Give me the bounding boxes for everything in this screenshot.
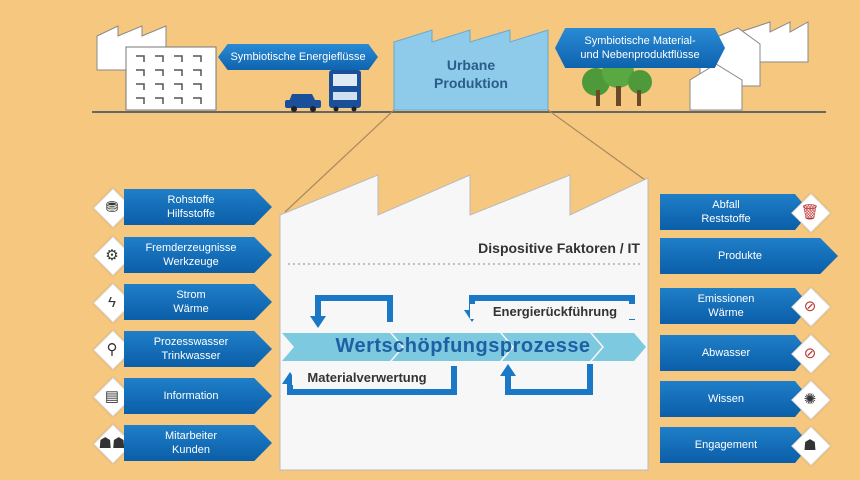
input-label: Kunden [172,444,210,456]
material-flow-label-2: und Nebenproduktflüsse [580,49,700,61]
energy-return-label: Energierückführung [470,304,640,319]
input-arrow-raw-materials: Rohstoffe Hilfsstoffe [124,189,272,225]
lightbulb-icon: ✺ [803,391,817,408]
lightning-icon: ϟ [108,293,116,311]
output-arrow-emissions: Emissionen Wärme [660,288,810,324]
input-label: Mitarbeiter [165,430,217,442]
gears-icon: ⚙ [105,247,119,264]
output-arrow-wastewater: Abwasser [660,335,810,371]
no-water-icon: ⊘ [803,345,817,362]
value-chain-label: Wertschöpfungsprozesse [335,335,591,357]
energy-flow-arrow: Symbiotische Energieflüsse [218,44,378,70]
material-flow-arrow: Symbiotische Material- und Nebenproduktf… [555,28,725,68]
trash-icon: 🗑 [800,204,820,221]
output-label: Produkte [717,250,763,262]
input-label: Hilfsstoffe [166,208,216,220]
output-label: Reststoffe [701,213,751,225]
output-arrow-knowledge: Wissen [660,381,810,417]
input-label: Strom [176,289,206,301]
no-emission-icon: ⊘ [803,298,817,315]
material-reuse-loop [287,366,457,395]
bottom-right-loop [505,364,593,395]
input-label: Prozesswasser [153,336,229,348]
material-flow-label-1: Symbiotische Material- [584,35,696,47]
output-label: Abwasser [701,347,751,359]
water-tap-icon: ⚲ [106,341,118,358]
input-label: Fremderzeugnisse [145,242,237,254]
person-icon: ☗ [803,437,817,454]
bus-icon [329,70,361,112]
input-label: Trinkwasser [161,350,221,362]
input-label: Rohstoffe [167,194,215,206]
raw-materials-icon: ⛃ [105,199,119,216]
output-label: Engagement [694,439,758,451]
document-icon: ▤ [104,388,120,405]
energy-flow-label: Symbiotische Energieflüsse [230,51,366,63]
input-arrow-power: Strom Wärme [124,284,272,320]
output-arrow-engagement: Engagement [660,427,810,463]
input-label: Wärme [173,303,209,315]
urban-production-line1: Urbane [446,57,496,73]
output-label: Abfall [712,199,740,211]
input-label: Werkzeuge [163,256,219,268]
urban-factory [393,29,549,111]
value-chain-chevrons [282,333,646,361]
material-reuse-label: Materialverwertung [292,370,442,385]
output-label: Wärme [708,307,744,319]
input-arrow-water: Prozesswasser Trinkwasser [124,331,272,367]
output-label: Wissen [707,393,745,405]
output-label: Emissionen [697,293,755,305]
urban-production-title: Urbane Produktion [398,56,544,92]
input-arrow-employees: Mitarbeiter Kunden [124,425,272,461]
input-arrow-information: Information [124,378,272,414]
people-icon: ☗☗ [98,435,126,452]
output-arrow-products: Produkte [660,238,838,274]
top-left-loop [315,295,393,322]
dispositive-factors-label: Dispositive Faktoren / IT [478,240,640,256]
urban-production-line2: Produktion [434,75,508,91]
input-label: Information [163,390,219,402]
car-icon [285,94,321,112]
output-arrow-waste: Abfall Reststoffe [660,194,810,230]
input-arrow-external-products: Fremderzeugnisse Werkzeuge [124,237,272,273]
